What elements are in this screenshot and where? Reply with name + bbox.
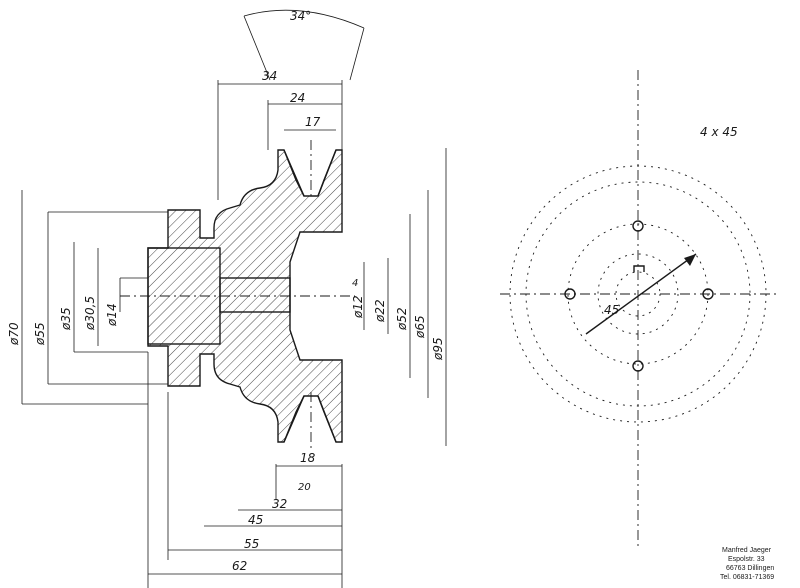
stamp-street: Espolstr. 33 [728, 556, 765, 563]
dim-32-label: 32 [272, 497, 287, 511]
dim-45-label: 45 [248, 513, 263, 527]
bolt-hole-bottom [632, 360, 644, 372]
bolt-hole-right [702, 288, 714, 300]
section-view: 34° 34 24 17 18 20 32 45 55 62 ø70 [7, 9, 447, 588]
angle-arc [243, 9, 365, 29]
dim-34-label: 34 [262, 69, 277, 83]
outer-circle [509, 165, 767, 423]
bore-circle [615, 271, 661, 317]
bolt-hole-left [564, 288, 576, 300]
shaft-bore [219, 277, 291, 313]
dim-24-label: 24 [290, 91, 305, 105]
dim-d95-label: ø95 [431, 337, 445, 361]
diag-dim-line [585, 253, 697, 335]
inner-circle [597, 253, 679, 335]
dim-d70-label: ø70 [7, 322, 21, 346]
dim-d55-label: ø55 [33, 322, 47, 346]
dim-d14-label: ø14 [105, 303, 119, 327]
dim-d65-label: ø65 [413, 315, 427, 339]
dim-18-label: 18 [300, 451, 316, 465]
diag-label: 45 [604, 303, 619, 317]
groove-top-left [283, 149, 305, 197]
keyway [633, 265, 645, 272]
dim-4-label: 4 [352, 278, 358, 289]
stamp-city: 66763 Dillingen [726, 565, 774, 572]
dim-62-label: 62 [232, 559, 247, 573]
stamp-name: Manfred Jaeger [722, 547, 772, 554]
dim-d22-label: ø22 [373, 299, 387, 323]
address-stamp: Manfred Jaeger Espolstr. 33 66763 Dillin… [720, 547, 774, 581]
dim-20-label: 20 [298, 482, 311, 493]
angle-label: 34° [290, 9, 311, 23]
groove-bottom-right [317, 395, 337, 443]
angle-leg-left [243, 15, 271, 81]
stamp-phone: Tel. 06831-71369 [720, 574, 774, 581]
front-view: 45 4 x 45 [500, 70, 780, 548]
bolt-hole-top [632, 220, 644, 232]
diag-arrow-head [684, 254, 696, 266]
hub-body [147, 149, 343, 443]
groove-top-right [317, 149, 337, 197]
groove-bottom-left [283, 395, 305, 443]
dim-d30-label: ø30,5 [83, 296, 97, 331]
hole-circle [567, 223, 709, 365]
dim-55-label: 55 [244, 537, 259, 551]
angle-leg-right [349, 27, 365, 81]
outer-circle-2 [525, 181, 751, 407]
dim-d35-label: ø35 [59, 307, 73, 331]
dim-d12-label: ø12 [351, 295, 365, 319]
chamfer-note: 4 x 45 [700, 125, 738, 139]
dim-17-label: 17 [305, 115, 321, 129]
dim-d52-label: ø52 [395, 307, 409, 331]
